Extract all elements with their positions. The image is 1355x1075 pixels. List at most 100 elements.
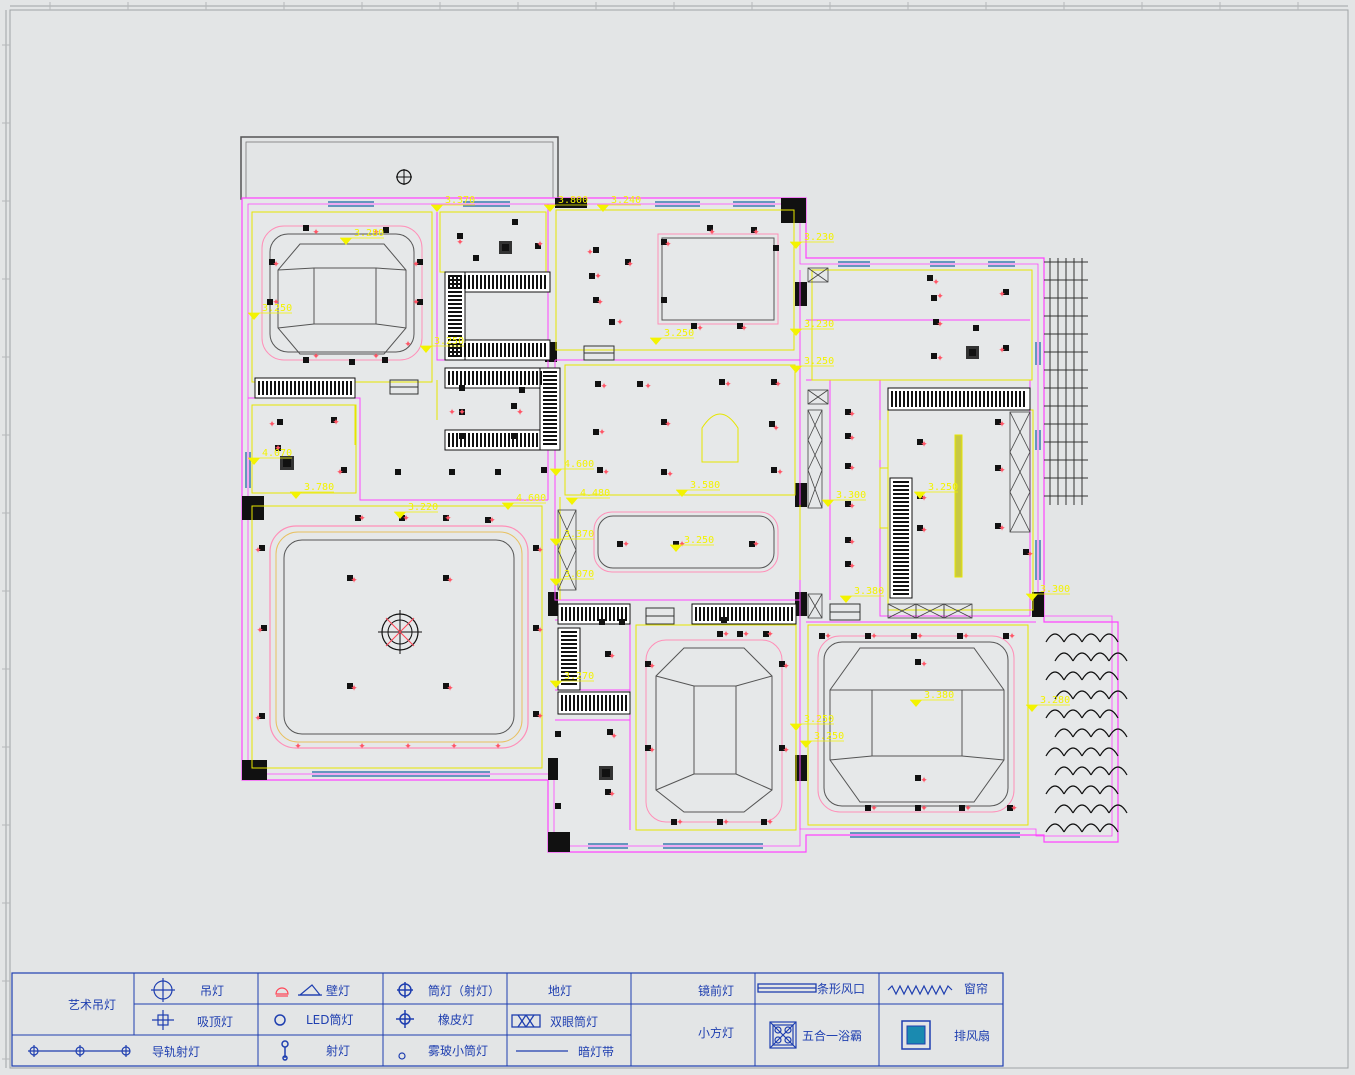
elevation-marker: 3.780	[290, 482, 334, 499]
spotlight-point: ✦	[920, 776, 928, 786]
elevation-label: 3.300	[1040, 584, 1070, 595]
spotlight-point: ✦	[358, 514, 366, 524]
legend-spotlight: 射灯	[326, 1043, 350, 1058]
downlight-point	[485, 517, 491, 523]
outer-wall	[241, 197, 1119, 853]
elevation-label: 3.250	[664, 328, 694, 339]
elevation-marker: 4.600	[550, 459, 594, 476]
spotlight-point: ✦	[294, 742, 302, 752]
elevation-triangle	[544, 205, 556, 212]
spotlight-point: ✦	[848, 562, 856, 572]
downlight-point	[599, 619, 605, 625]
elevation-triangle	[394, 512, 406, 519]
downlight-point	[459, 409, 465, 415]
rubber-light-icon	[396, 1010, 414, 1028]
spotlight-point: ✦	[848, 410, 856, 420]
downlight-point	[261, 625, 267, 631]
living-room-ceiling	[269, 525, 529, 749]
downlight-point	[721, 617, 727, 623]
downlight-point	[355, 515, 361, 521]
downlight-point	[1003, 633, 1009, 639]
downlight-point	[605, 651, 611, 657]
spotlight-point: ✦	[776, 468, 784, 478]
elevation-triangle	[790, 724, 802, 731]
spotlight-point: ✦	[920, 494, 928, 504]
downlight-point	[645, 661, 651, 667]
spotlight-point: ✦	[598, 428, 606, 438]
downlight-point	[671, 819, 677, 825]
spotlight-point: ✦	[602, 468, 610, 478]
spotlight-point: ✦	[1026, 550, 1034, 560]
elevation-triangle	[1026, 594, 1038, 601]
ruler-ticks	[2, 2, 1299, 1060]
spotlight-point: ✦	[766, 630, 774, 640]
track-spot-icon	[28, 1045, 131, 1057]
windows	[245, 201, 1041, 849]
elevation-label: 3.380	[924, 690, 954, 701]
downlight-point	[259, 713, 265, 719]
spotlight-point: ✦	[350, 684, 358, 694]
downlight-point	[347, 575, 353, 581]
elevation-triangle	[1026, 705, 1038, 712]
elevation-marker: 4.070	[248, 448, 292, 465]
tile-scallop	[1045, 633, 1065, 643]
downlight-point	[269, 259, 275, 265]
elevation-triangle	[676, 490, 688, 497]
downlight-point	[382, 357, 388, 363]
tile-scallop	[1099, 709, 1119, 719]
downlight-point	[1003, 345, 1009, 351]
downlight-point	[751, 227, 757, 233]
tile-scallop	[1108, 804, 1128, 814]
downlight-point	[347, 683, 353, 689]
spotlight-point: ✦	[404, 340, 412, 350]
spotlight-point: ✦	[458, 408, 466, 418]
elevation-triangle	[914, 492, 926, 499]
downlight-point	[845, 501, 851, 507]
downlight-point	[417, 299, 423, 305]
balcony-fan-icon	[396, 169, 412, 185]
spotlight-point: ✦	[848, 434, 856, 444]
spotlight-point: ✦	[920, 440, 928, 450]
spotlight-point: ✦	[372, 352, 380, 362]
spotlight-point: ✦	[664, 240, 672, 250]
elevation-triangle	[550, 579, 562, 586]
spotlight-point: ✦	[998, 290, 1006, 300]
downlight-point	[717, 819, 723, 825]
spotlight-point: ✦	[962, 632, 970, 642]
tile-scallop	[1063, 785, 1083, 795]
tile-scallop	[1081, 823, 1101, 833]
downlight-point	[763, 631, 769, 637]
elevation-label: 3.380	[854, 586, 884, 597]
downlight-point	[519, 387, 525, 393]
downlight-point	[995, 419, 1001, 425]
spotlight-point: ✦	[870, 632, 878, 642]
elevation-triangle	[840, 596, 852, 603]
downlight-point	[771, 379, 777, 385]
spotlight-point: ✦	[332, 418, 340, 428]
tile-scallop	[1099, 785, 1119, 795]
spotlight-point: ✦	[772, 424, 780, 434]
downlight-point	[277, 419, 283, 425]
downlight-point	[595, 381, 601, 387]
tile-scallop	[1045, 671, 1065, 681]
elevation-marker: 3.270	[550, 671, 594, 688]
legend-art-chandelier: 艺术吊灯	[68, 998, 116, 1012]
spotlight-point: ✦	[358, 742, 366, 752]
elevation-label: 3.250	[928, 482, 958, 493]
spotlight-point: ✦	[848, 464, 856, 474]
legend-floor-light: 地灯	[548, 984, 572, 998]
downlight-point	[303, 357, 309, 363]
elevation-marker: 3.070	[550, 569, 594, 586]
spotlight-point: ✦	[494, 742, 502, 752]
led-downlight-icon	[274, 1014, 286, 1026]
legend-bath-heater: 五合一浴霸	[802, 1028, 862, 1043]
downlight-point	[761, 819, 767, 825]
downlight-point	[443, 575, 449, 581]
downlight-point	[555, 803, 561, 809]
downlight-point	[535, 243, 541, 249]
tile-scallop	[1090, 766, 1110, 776]
downlight-point	[383, 227, 389, 233]
downlight-point	[589, 273, 595, 279]
spotlight-point: ✦	[848, 538, 856, 548]
